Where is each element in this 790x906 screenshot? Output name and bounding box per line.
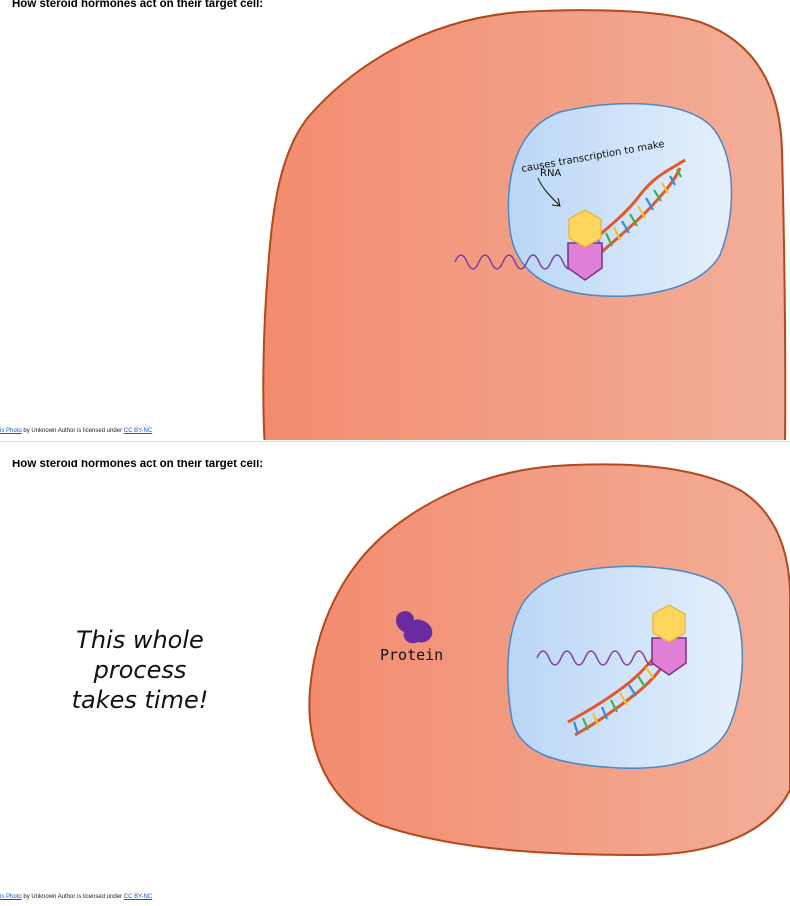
protein-blob-icon	[396, 611, 433, 644]
slide-2: How steroid hormones act on their target…	[0, 460, 790, 900]
hormone-hexagon-icon	[652, 604, 686, 643]
credit-text: by Unknown Author is licensed under	[21, 894, 124, 900]
time-note-line1: This whole	[76, 626, 204, 654]
slide-1-credit: is Photo by Unknown Author is licensed u…	[0, 428, 152, 434]
nucleus	[507, 565, 744, 769]
time-note-line3: takes time!	[71, 686, 209, 714]
slide-1-diagram: causes transcription to make RNA	[262, 9, 787, 440]
slide-2-credit: is Photo by Unknown Author is licensed u…	[0, 894, 152, 900]
hormone-hexagon-icon	[568, 209, 602, 248]
time-note: This whole process takes time!	[40, 625, 240, 715]
slide-1-title: How steroid hormones act on their target…	[12, 0, 264, 10]
slide-separator	[0, 440, 790, 460]
arrow-icon	[537, 177, 561, 207]
mrna-wave-icon	[536, 650, 658, 666]
dna-helix-icon	[583, 158, 686, 260]
mrna-wave-icon	[454, 254, 588, 270]
photo-link[interactable]: is Photo	[0, 428, 22, 434]
annotation-line2: RNA	[540, 168, 561, 179]
slide-2-diagram	[308, 463, 790, 857]
receptor-pentagon-icon	[651, 637, 687, 676]
credit-text: by Unknown Author is licensed under	[21, 428, 124, 434]
time-note-line2: process	[93, 656, 187, 684]
license-link[interactable]: CC BY-NC	[123, 894, 153, 900]
receptor-pentagon-icon	[567, 242, 603, 281]
slide-1: causes transcription to make RNA How ste…	[0, 0, 790, 440]
protein-label: Protein	[380, 646, 444, 664]
slide-2-title: How steroid hormones act on their target…	[12, 460, 264, 470]
license-link[interactable]: CC BY-NC	[123, 428, 153, 434]
photo-link[interactable]: is Photo	[0, 894, 22, 900]
slide-separator-line	[0, 441, 790, 442]
nucleus	[507, 102, 733, 297]
